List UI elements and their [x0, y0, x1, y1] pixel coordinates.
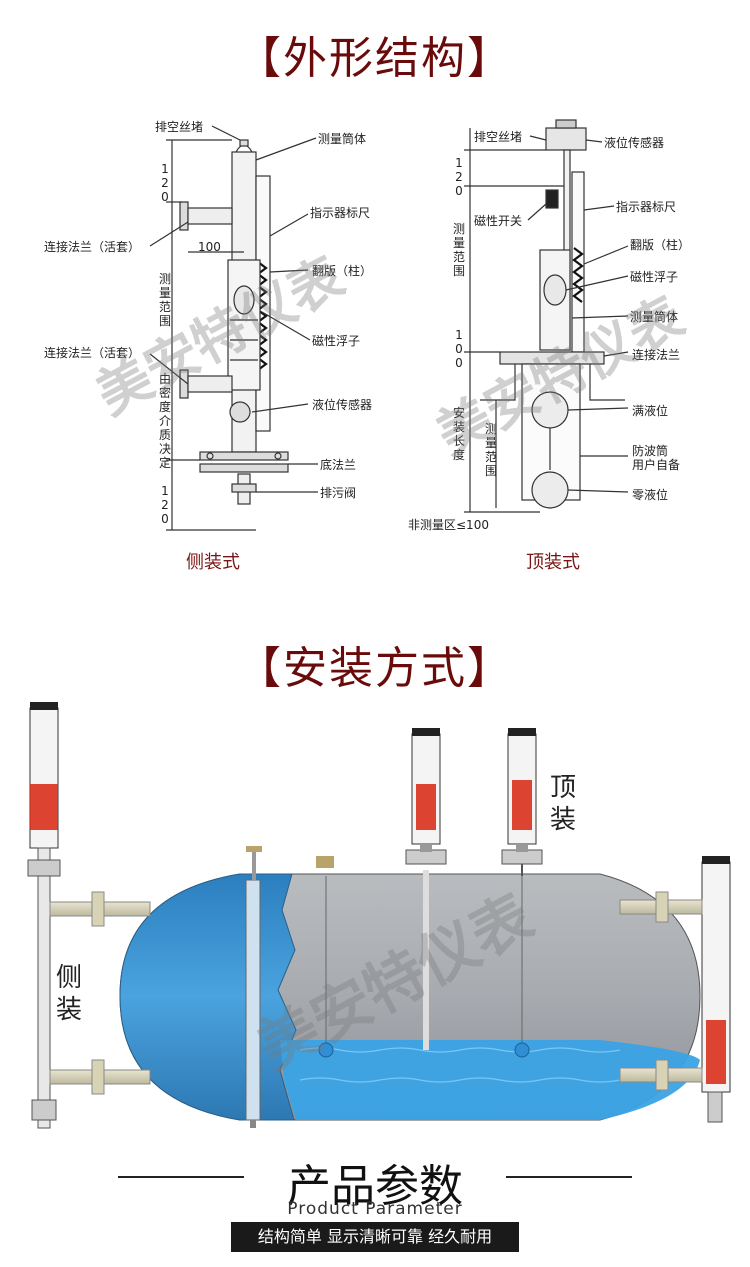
top-label-range: 测量范围	[452, 222, 465, 278]
params-banner: 结构简单 显示清晰可靠 经久耐用	[231, 1222, 519, 1252]
top-label-measuring-cylinder: 测量筒体	[630, 310, 679, 324]
side-label-bottom-flange: 底法兰	[320, 458, 357, 472]
params-title: 产品参数	[287, 1161, 463, 1212]
side-label-medium-density: 由密度介质决定	[158, 372, 171, 470]
top-label-user-supplied: 用户自备	[632, 458, 681, 472]
top-label-vent-plug: 排空丝堵	[474, 130, 523, 144]
top-label-range2: 测量范围	[484, 422, 497, 478]
top-label-wave-tube: 防波筒	[632, 444, 669, 458]
top-label-install-length: 安装长度	[452, 406, 465, 462]
side-dim-120-bottom: 120	[161, 484, 169, 526]
side-label-flap: 翻版（柱）	[312, 264, 373, 278]
top-dim-100: 100	[455, 328, 463, 370]
side-label-drain-valve: 排污阀	[320, 486, 357, 500]
install-label-side: 侧装	[55, 963, 82, 1025]
side-dim-120-top: 120	[161, 162, 169, 204]
install-section-title: 【安装方式】	[237, 643, 513, 694]
side-label-measuring-cylinder: 测量筒体	[318, 132, 367, 146]
top-label-flange: 连接法兰	[632, 348, 681, 362]
params-right-rule	[506, 1176, 632, 1178]
side-label-indicator-scale: 指示器标尺	[310, 206, 371, 220]
top-label-non-measure: 非测量区≤100	[408, 518, 489, 532]
top-mount-caption: 顶装式	[526, 552, 580, 573]
structure-section-title: 【外形结构】	[237, 33, 513, 84]
params-subtitle: Product Parameter	[287, 1199, 463, 1219]
top-label-indicator-scale: 指示器标尺	[616, 200, 677, 214]
side-label-flange-top: 连接法兰（活套）	[44, 240, 141, 254]
side-label-sensor: 液位传感器	[312, 398, 373, 412]
side-label-vent-plug: 排空丝堵	[155, 120, 204, 134]
top-label-sensor: 液位传感器	[604, 136, 665, 150]
params-left-rule	[118, 1176, 244, 1178]
top-dim-120: 120	[455, 156, 463, 198]
install-label-top: 顶装	[549, 773, 576, 835]
side-label-range: 测量范围	[158, 272, 171, 328]
side-mount-caption: 侧装式	[186, 552, 240, 573]
side-label-float: 磁性浮子	[312, 334, 361, 348]
side-dim-100: 100	[198, 240, 221, 254]
top-label-float: 磁性浮子	[630, 270, 679, 284]
top-label-magnetic-switch: 磁性开关	[474, 214, 523, 228]
side-label-flange-bottom: 连接法兰（活套）	[44, 346, 141, 360]
top-label-full-level: 满液位	[632, 404, 669, 418]
top-label-flap: 翻版（柱）	[630, 238, 691, 252]
top-label-zero-level: 零液位	[632, 488, 669, 502]
